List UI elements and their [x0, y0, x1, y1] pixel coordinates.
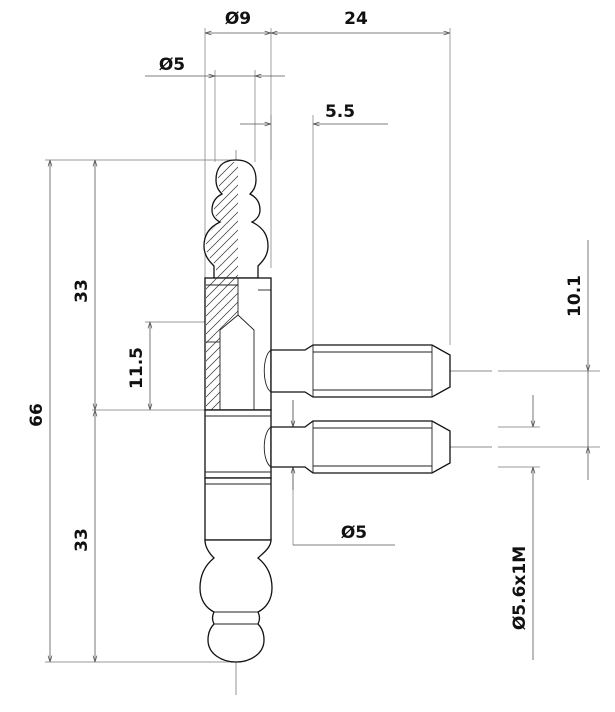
hatch-line — [200, 25, 245, 70]
hatch-line — [200, 88, 245, 133]
dim-dia-5-bottom: Ø5 — [341, 523, 367, 543]
hatch-line — [206, 276, 238, 323]
hatch-line — [206, 249, 238, 296]
dim-len-10-1: 10.1 — [565, 275, 585, 317]
upper-screw — [270, 344, 451, 398]
hatch-line — [206, 303, 238, 350]
lower-body — [204, 477, 272, 541]
bottom-finial — [199, 539, 273, 663]
hatch-line — [206, 258, 238, 305]
hatch-line — [206, 213, 238, 260]
dim-dia-5-top: Ø5 — [159, 55, 185, 75]
dimension-labels: Ø9 24 Ø5 5.5 66 33 33 11.5 10.1 Ø5 Ø5.6x… — [27, 9, 585, 630]
dim-len-66: 66 — [27, 403, 47, 427]
hatch-line — [200, 79, 245, 124]
dimension-lines — [50, 33, 588, 662]
hatch-line — [200, 115, 245, 160]
dim-len-24: 24 — [344, 9, 368, 29]
hatch-line — [206, 204, 238, 251]
hatch-line — [206, 285, 238, 332]
hatch-line — [200, 34, 245, 79]
dim-thread: Ø5.6x1M — [510, 546, 530, 630]
hatch-line — [200, 106, 245, 151]
dim-len-5-5: 5.5 — [325, 102, 355, 122]
lower-knuckle — [204, 409, 272, 479]
hinge-pin — [199, 25, 451, 663]
lower-screw — [270, 420, 451, 474]
hatch-line — [200, 52, 245, 97]
hatch-line — [200, 70, 245, 115]
dim-len-33-lower: 33 — [72, 528, 92, 552]
hatch-line — [206, 267, 238, 314]
hatch-line — [200, 61, 245, 106]
hatch-line — [206, 294, 238, 341]
hatch-line — [200, 97, 245, 142]
dim-len-33-upper: 33 — [72, 279, 92, 303]
hatch-line — [200, 43, 245, 88]
dim-dia-9: Ø9 — [225, 9, 251, 29]
dim-len-11-5: 11.5 — [127, 347, 147, 389]
